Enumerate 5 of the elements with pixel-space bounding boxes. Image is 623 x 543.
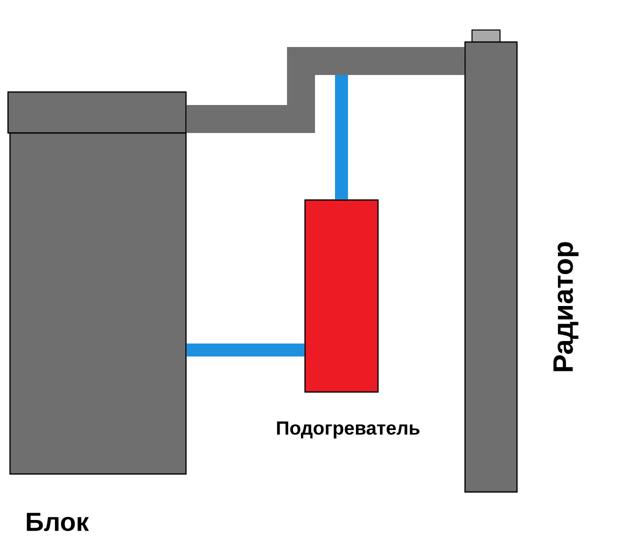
tube <box>186 344 304 356</box>
pipe <box>186 47 464 133</box>
radiator-label: Радиатор <box>553 242 579 372</box>
block-label: Блок <box>26 512 89 532</box>
heater-label: Подогреватель <box>277 422 420 438</box>
